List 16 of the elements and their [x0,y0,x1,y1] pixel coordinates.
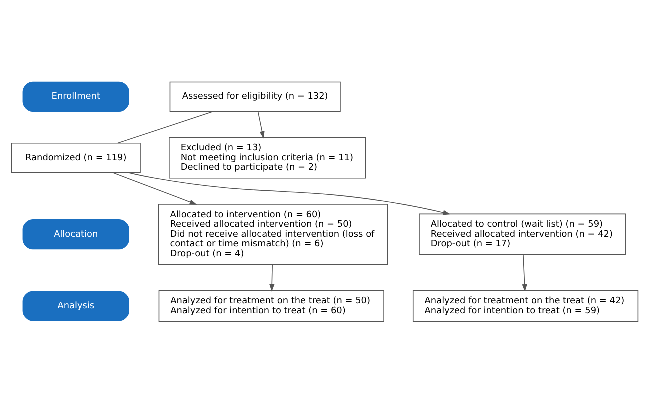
node-box: Analyzed for treatment on the treat (n = 42) Analyzed for intention to treat (n = 59) [412,290,639,322]
node-box: Allocated to intervention (n = 60) Received allocated intervention (n = 50) Did not receive allocated intervention (loss of contact or time mismatch) (n = 6) Drop-out (n = 4) [158,204,388,266]
node-box: Allocation [22,220,130,250]
node-box: Assessed for eligibility (n = 132) [170,82,341,112]
arrow [522,254,528,292]
node-box: Excluded (n = 13) Not meeting inclusion criteria (n = 11) Declined to participate (n = 2) [169,137,366,179]
node-box: Allocated to control (wait list) (n = 59) Received allocated intervention (n = 42) Drop-out (n = 17) [419,214,626,256]
arrow [127,172,451,216]
connector [118,111,214,144]
arrow [112,172,198,205]
node-box: Analyzed for treatment on the treat (n = 50) Analyzed for intention to treat (n = 60) [158,290,384,322]
node-box: Enrollment [22,82,130,112]
node-box: Analysis [22,291,130,322]
arrow [258,111,265,139]
arrow [270,264,275,292]
node-box: Randomized (n = 119) [11,142,141,174]
